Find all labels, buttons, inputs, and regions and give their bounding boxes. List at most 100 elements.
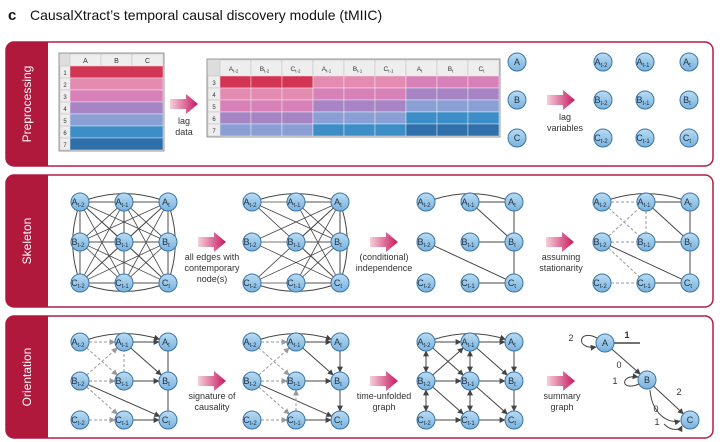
contemporary-arrow <box>198 232 226 252</box>
table-cell <box>374 75 407 89</box>
node-C-t-1: Ct-1 <box>460 410 480 430</box>
node-label: B <box>644 375 650 385</box>
panel-label-preprocessing: Preprocessing <box>20 66 34 143</box>
node-B-t: Bt <box>330 371 350 391</box>
node-B-t: Bt <box>680 232 700 252</box>
graph-edge <box>87 245 161 280</box>
table-row-cells <box>69 77 164 91</box>
node-circle <box>330 371 350 391</box>
node-label: Bt <box>162 237 170 249</box>
node-A-t-1: At-1 <box>460 192 480 212</box>
node-label: Ct <box>162 415 171 427</box>
node-A-t-1: At-1 <box>460 332 480 352</box>
stationarity-arrow <box>546 232 574 252</box>
graph-edge <box>88 205 160 239</box>
node-A-t: At <box>330 332 350 352</box>
node-circle <box>680 410 700 430</box>
node-B-t-2: Bt-2 <box>70 371 90 391</box>
table-cell <box>219 75 252 89</box>
graph-edge <box>432 347 464 376</box>
table-cell <box>467 111 500 125</box>
node-label: At <box>684 197 692 209</box>
node-circle <box>286 371 306 391</box>
table-col-header: Bt-2 <box>260 66 270 74</box>
node-circle <box>158 410 178 430</box>
table-cell <box>405 99 438 113</box>
node-label: At <box>334 197 342 209</box>
node-B-t-2: Bt-2 <box>242 371 262 391</box>
table-cell <box>436 99 469 113</box>
node-label: Ct <box>162 278 171 290</box>
table-row-header: 4 <box>212 93 216 99</box>
graph-edge <box>86 207 118 237</box>
node-C-t-1: Ct-1 <box>635 128 655 148</box>
node-C-t-1: Ct-1 <box>114 410 134 430</box>
table-row-header: 7 <box>63 143 67 149</box>
node-circle <box>680 273 700 293</box>
table-col-header: A <box>83 58 88 65</box>
table-cell <box>312 123 345 137</box>
node-A-t: At <box>158 332 178 352</box>
node-circle <box>242 232 262 252</box>
node-circle <box>330 192 350 212</box>
node-circle <box>636 192 656 212</box>
step-label-line: all edges with <box>185 252 240 262</box>
node-circle <box>330 410 350 430</box>
node-B-t-2: Bt-2 <box>70 232 90 252</box>
node-label: A <box>514 57 520 67</box>
edge-B-C <box>653 385 684 415</box>
node-B-t-2: Bt-2 <box>416 371 436 391</box>
node-circle <box>416 410 436 430</box>
node-circle <box>286 232 306 252</box>
table-cell <box>467 99 500 113</box>
node-B-t: Bt <box>504 371 524 391</box>
summary-arrow <box>547 371 575 391</box>
table-col-header: Ct <box>479 66 486 74</box>
table-cell <box>374 87 407 101</box>
table-col-header: Bt <box>448 66 454 74</box>
table-row-cells <box>69 101 164 115</box>
table-cell <box>467 87 500 101</box>
table-cell <box>343 87 376 101</box>
node-circle <box>636 273 656 293</box>
node-label: A <box>602 338 608 348</box>
node-circle <box>504 410 524 430</box>
node-label: At <box>508 337 516 349</box>
table-cell <box>405 87 438 101</box>
table-col-header: Bt-1 <box>353 66 363 74</box>
panel-label-skeleton: Skeleton <box>20 218 34 265</box>
node-B-t-2: Bt-2 <box>242 232 262 252</box>
graph-edge <box>433 245 507 280</box>
table-cell <box>281 75 314 89</box>
node-label: Bt <box>508 237 516 249</box>
node-circle <box>70 371 90 391</box>
node-label: Ct <box>684 278 693 290</box>
node-circle <box>592 232 612 252</box>
node-C-t: Ct <box>158 273 178 293</box>
node-circle <box>114 273 134 293</box>
graph-edge <box>260 205 332 239</box>
self-loop-B <box>624 373 640 387</box>
summary-node-B: B <box>637 370 657 390</box>
node-circle <box>460 232 480 252</box>
table-col-header: Ct-2 <box>291 66 301 74</box>
node-C-t: Ct <box>158 410 178 430</box>
node-circle <box>635 90 655 110</box>
node-B-t-1: Bt-1 <box>635 90 655 110</box>
node-B-t: Bt <box>158 371 178 391</box>
step-label-line: summary <box>543 391 581 401</box>
unfolded-arrow <box>370 371 398 391</box>
node-circle <box>635 52 655 72</box>
graph-edge <box>608 247 640 278</box>
graph-edge <box>258 386 290 415</box>
node-circle <box>460 273 480 293</box>
table-cell <box>436 123 469 137</box>
table-cell <box>281 111 314 125</box>
graph-edge <box>259 245 333 280</box>
table-row-cells <box>69 65 164 79</box>
node-label: Ct <box>334 415 343 427</box>
node-C-t-2: Ct-2 <box>416 273 436 293</box>
